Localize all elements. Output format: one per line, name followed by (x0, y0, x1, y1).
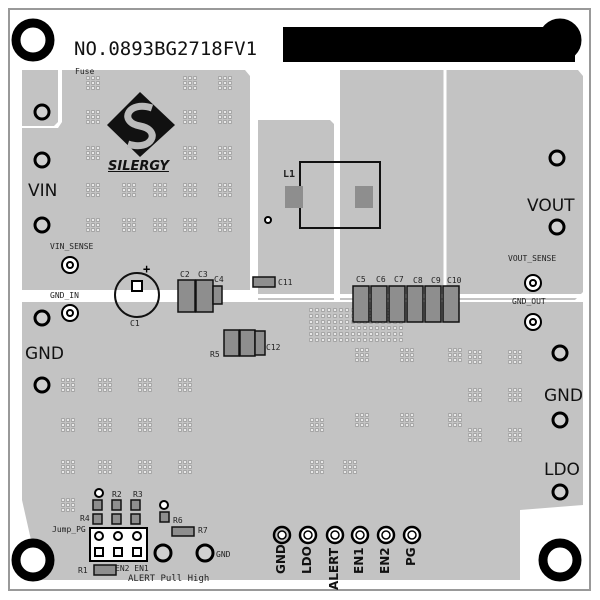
c7-pad (388, 285, 406, 323)
vout-sense-label: VOUT_SENSE (508, 254, 557, 263)
pin-label-ldo: LDO (300, 546, 314, 574)
r5-pad (223, 329, 240, 357)
pin-label-en2: EN2 (378, 547, 392, 574)
c8-pad (406, 285, 424, 323)
r7-label: R7 (198, 526, 208, 535)
gnd-out-copper (448, 306, 583, 505)
c5-label: C5 (356, 275, 366, 284)
c7-label: C7 (394, 275, 404, 284)
c6-pad (370, 285, 388, 323)
r4-label: R4 (80, 514, 90, 523)
gnd-copper (22, 302, 583, 580)
jump-pg-label: Jump_PG (52, 525, 86, 534)
c6-label: C6 (376, 275, 386, 284)
vout-label: VOUT (527, 196, 575, 216)
silergy-logo (107, 92, 175, 157)
ldo-label: LDO (544, 460, 580, 480)
capacitor-pads (177, 276, 460, 357)
r6-label: R6 (173, 516, 183, 525)
l1-copper (258, 120, 334, 300)
fuse-label: Fuse (75, 67, 95, 76)
test-point-pg (407, 530, 417, 540)
c2-pad (177, 279, 196, 313)
logo-text: SILERGY (108, 159, 169, 174)
c10-label: C10 (447, 276, 462, 285)
part-number: NO.0893BG2718FV1 (74, 38, 258, 60)
en2en1-label: EN2 EN1 (115, 564, 149, 573)
board-outline (8, 8, 591, 591)
vin-label: VIN (28, 181, 58, 201)
r1-label: R1 (78, 566, 88, 575)
gnd-in-label: GND_IN (50, 291, 79, 300)
l1-label: L1 (283, 169, 296, 180)
c1-label: C1 (130, 319, 140, 328)
c12-label: C12 (266, 343, 281, 352)
sense-rings (61, 216, 542, 331)
l1-pad (355, 186, 373, 208)
bottom-test-points (272, 525, 422, 545)
connector-pads (33, 103, 569, 563)
gnd-right-label: GND (544, 386, 583, 406)
c5-pad (352, 285, 370, 323)
gnd-left-label: GND (25, 344, 64, 364)
c3-label: C3 (198, 270, 208, 279)
c12-pad (254, 330, 266, 356)
pin-label-pg: PG (404, 547, 418, 566)
vin-sense-label: VIN_SENSE (50, 242, 94, 251)
r3-label: R3 (133, 490, 143, 499)
vin-copper (22, 70, 250, 290)
c1-outline (114, 272, 160, 318)
via-array (60, 76, 522, 512)
c10-pad (442, 285, 460, 323)
c4-pad (212, 285, 223, 305)
r2-label: R2 (112, 490, 122, 499)
gnd-small-label: GND (216, 550, 231, 559)
test-point-en2 (381, 530, 391, 540)
c2-label: C2 (180, 270, 190, 279)
c9-label: C9 (431, 276, 441, 285)
c3-pad (195, 279, 214, 313)
pin-label-gnd: GND (274, 544, 288, 574)
c11-label: C11 (278, 278, 293, 287)
test-point-en1 (355, 530, 365, 540)
test-point-alert (330, 530, 340, 540)
test-point-gnd (277, 530, 287, 540)
vout-copper (340, 70, 583, 300)
r5-label: R5 (210, 350, 220, 359)
c9-pad (424, 285, 442, 323)
svg-text:+: + (143, 262, 150, 276)
label-block (283, 27, 575, 62)
alert-pull-high-label: ALERT Pull High (128, 574, 210, 584)
c4-label: C4 (214, 275, 224, 284)
r5-pad (239, 329, 256, 357)
c11-pad (252, 276, 276, 288)
pin-label-en1: EN1 (352, 547, 366, 574)
l1-pad (285, 186, 303, 208)
c8-label: C8 (413, 276, 423, 285)
test-point-ldo (303, 530, 313, 540)
pin-label-alert: ALERT (327, 547, 341, 590)
gnd-out-label: GND_OUT (512, 297, 546, 306)
